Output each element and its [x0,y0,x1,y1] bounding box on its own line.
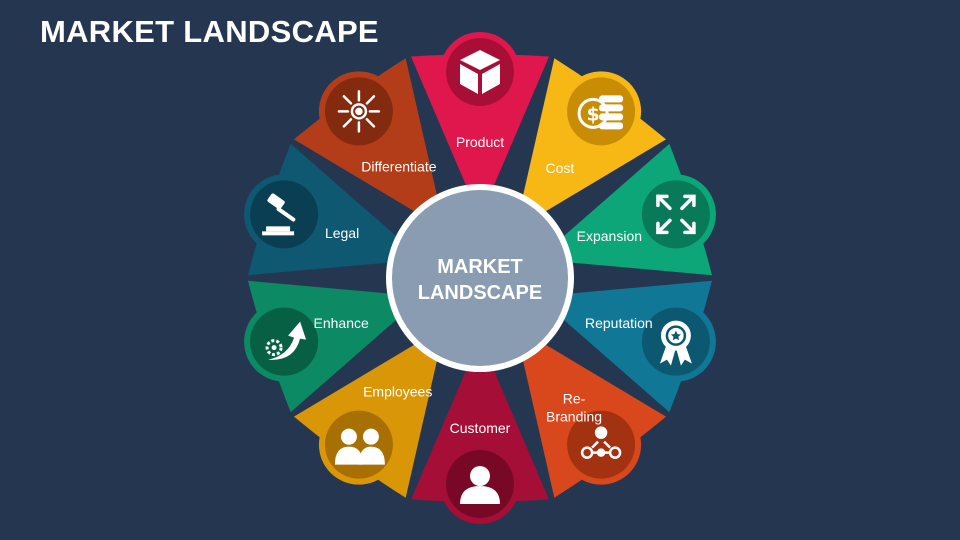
gavel-icon [244,174,325,255]
growth-gear-icon [244,301,325,382]
coins-dollar-icon [561,71,642,152]
center-title-line1: MARKET [437,256,523,278]
network-nodes-icon [561,404,642,485]
segment-label: Cost [546,160,575,176]
page-title: MARKET LANDSCAPE [40,14,379,49]
segment-label: Employees [363,383,432,399]
award-ribbon-icon [635,301,716,382]
people-icon [318,404,399,485]
wedge-product [410,54,550,218]
target-arrows-icon [318,71,399,152]
wedge-customer [410,338,550,502]
box-icon [440,32,520,112]
segment-label: Expansion [577,228,642,244]
center-title-line2: LANDSCAPE [418,282,542,304]
segment-label: Differentiate [361,158,436,174]
segment-label: Enhance [314,315,369,331]
segment-label: Re-Branding [546,390,602,424]
segment-label: Legal [325,225,359,241]
segment-label: Reputation [585,315,653,331]
segment-label: Product [456,134,504,150]
user-icon [440,444,520,524]
segment-label: Customer [450,420,511,436]
center-hub: MARKET LANDSCAPE [386,184,574,372]
expand-arrows-icon [635,174,716,255]
